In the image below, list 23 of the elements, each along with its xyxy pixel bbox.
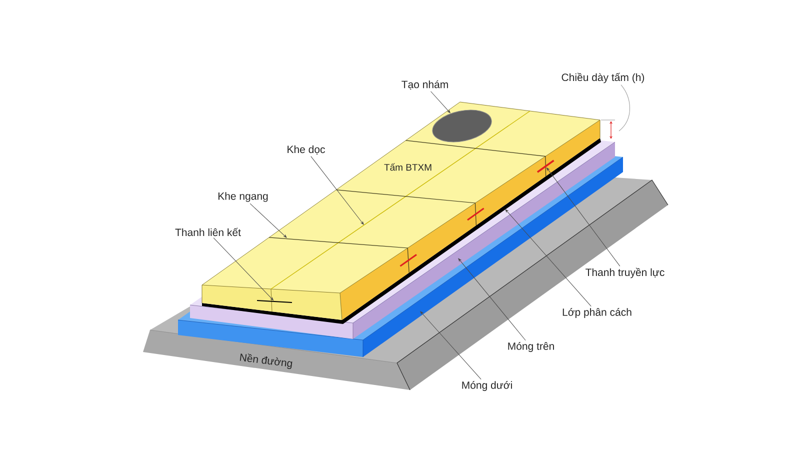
callout-label: Khe ngang [218, 192, 268, 202]
callout-label: Lớp phân cách [562, 308, 632, 318]
roughness-patch [432, 110, 492, 142]
leader-line [546, 168, 620, 266]
leader-line [310, 156, 364, 225]
callout-label: Khe dọc [288, 145, 325, 155]
leader-line [458, 258, 526, 341]
tie-bar [257, 300, 292, 304]
callout-label: Thanh truyền lực [586, 268, 664, 278]
leader-line [420, 311, 482, 380]
callout-label: Thanh liên kết [175, 228, 241, 236]
dowel-bar [536, 160, 554, 173]
leader-line [213, 238, 274, 300]
leader-line [505, 209, 592, 307]
callout-label: Móng dưới [462, 381, 512, 391]
leader-line [430, 91, 450, 114]
text-label: Nền đường [240, 354, 292, 370]
leader-line [618, 84, 630, 132]
callout-label: Tạo nhám [402, 80, 448, 90]
callout-label: Chiều dày tấm (h) [562, 72, 644, 84]
text-label: Tấm BTXM [384, 163, 432, 171]
callout-label: Móng trên [508, 342, 554, 352]
leader-line [250, 203, 287, 238]
